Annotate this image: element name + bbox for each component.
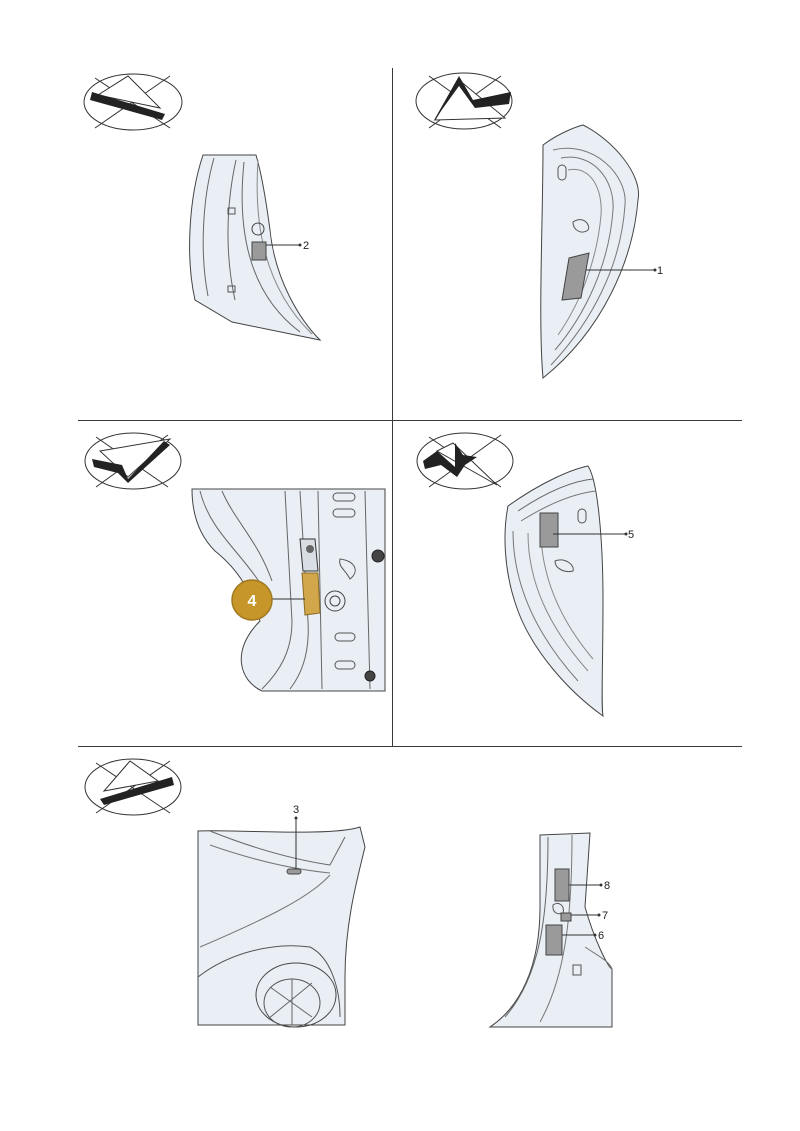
- panel-mid-right-drawing: 5: [416, 432, 634, 718]
- view-direction-icon: [415, 72, 513, 130]
- body-door-frame-drawing: [540, 124, 657, 379]
- label-marker-6: [545, 924, 563, 956]
- vertical-divider-top: [392, 68, 393, 420]
- panel-top-right-drawing: 1: [415, 72, 663, 379]
- front-wing-drawing: [197, 816, 366, 1028]
- horizontal-divider-top: [78, 420, 742, 421]
- panel-mid-left-drawing: 4: [84, 432, 386, 692]
- label-marker-8: [554, 868, 570, 902]
- label-marker-4: [301, 572, 321, 616]
- vertical-divider-mid: [392, 421, 393, 746]
- callout-2: 2: [303, 240, 309, 252]
- callout-6: 6: [598, 930, 604, 942]
- callout-1: 1: [657, 265, 663, 277]
- b-pillar-drawing: [191, 488, 386, 692]
- panel-mid-left: 4: [0, 421, 392, 746]
- view-direction-icon: [84, 432, 182, 490]
- label-marker-7: [560, 912, 572, 922]
- horizontal-divider-bottom: [78, 746, 742, 747]
- callout-5: 5: [628, 529, 634, 541]
- body-rear-frame-drawing: [504, 465, 628, 718]
- callout-4: 4: [248, 593, 257, 610]
- label-marker-3: [286, 868, 302, 875]
- view-direction-icon: [84, 758, 182, 816]
- callout-8: 8: [604, 880, 610, 892]
- panel-bottom-drawing: 3 8 7 6: [84, 758, 613, 1028]
- view-direction-icon: [83, 73, 183, 131]
- a-pillar-drawing: [488, 832, 613, 1028]
- callout-7: 7: [602, 910, 608, 922]
- panel-top-left: 2: [0, 0, 392, 420]
- label-marker-2: [251, 241, 267, 261]
- panel-bottom: 3 8 7 6: [0, 747, 800, 1131]
- panel-mid-right: 5: [393, 421, 800, 746]
- body-pillar-drawing: [189, 154, 322, 341]
- callout-3: 3: [293, 804, 299, 816]
- panel-top-left-drawing: 2: [83, 73, 322, 341]
- callout-4-badge: 4: [231, 579, 273, 621]
- label-marker-5: [539, 512, 559, 548]
- view-direction-icon: [416, 432, 514, 490]
- panel-top-right: 1: [393, 0, 800, 420]
- label-marker-1: [561, 252, 590, 301]
